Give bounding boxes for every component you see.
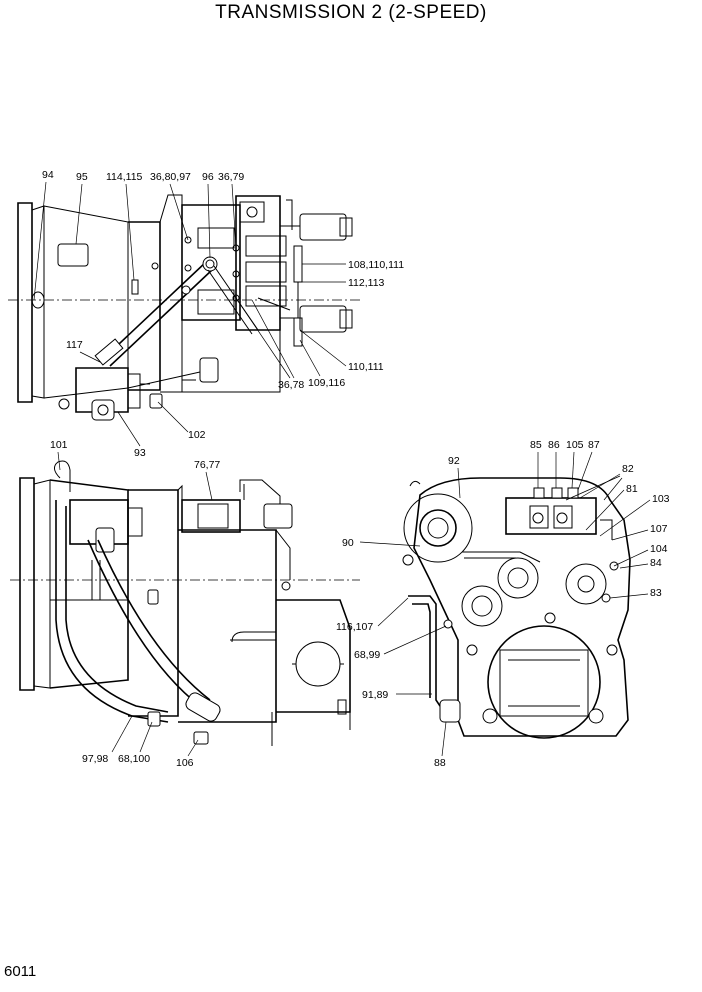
- side-view-upper: [8, 194, 360, 421]
- callout-90: 90: [342, 537, 354, 549]
- page-title: TRANSMISSION 2 (2-SPEED): [215, 2, 487, 23]
- callout-36-79: 36,79: [218, 171, 244, 183]
- callout-107: 107: [650, 523, 668, 535]
- callout-112-113: 112,113: [348, 277, 385, 289]
- callout-105: 105: [566, 439, 584, 451]
- callout-88: 88: [434, 757, 446, 769]
- page-number: 6011: [4, 963, 37, 980]
- side-view-lower: [10, 460, 360, 746]
- callout-110-111: 110,111: [348, 361, 384, 373]
- callout-97-98: 97,98: [82, 753, 108, 765]
- callout-117: 117: [66, 339, 83, 351]
- callout-87: 87: [588, 439, 600, 451]
- callout-83: 83: [650, 587, 662, 599]
- callout-103: 103: [652, 493, 670, 505]
- callout-36-78: 36,78: [278, 379, 304, 391]
- callout-95: 95: [76, 171, 88, 183]
- callouts-lower-left: 101 76,77 97,98 68,100 106: [50, 439, 220, 769]
- housing-plate-icon: [57, 243, 89, 267]
- callout-36-80-97: 36,80,97: [150, 171, 191, 183]
- callouts-rear: 92 85 86 105 87 82 81 103 90 107 104 84 …: [336, 439, 670, 769]
- callout-96: 96: [202, 171, 214, 183]
- callout-114-115: 114,115: [106, 171, 143, 183]
- callout-91-89: 91,89: [362, 689, 388, 701]
- callout-81: 81: [626, 483, 638, 495]
- callout-68-99: 68,99: [354, 649, 380, 661]
- callout-85: 85: [530, 439, 542, 451]
- callout-94: 94: [42, 169, 54, 181]
- callout-84: 84: [650, 557, 662, 569]
- callout-93: 93: [134, 447, 146, 459]
- callout-86: 86: [548, 439, 560, 451]
- callout-104: 104: [650, 543, 668, 555]
- callout-108-110-111: 108,110,111: [348, 259, 404, 271]
- callout-92: 92: [448, 455, 460, 467]
- callout-116-107: 116,107: [336, 621, 373, 633]
- callouts-upper: 94 95 114,115 36,80,97 96 36,79 108,110,…: [33, 169, 404, 459]
- callout-76-77: 76,77: [194, 459, 220, 471]
- callout-82: 82: [622, 463, 634, 475]
- callout-102: 102: [188, 429, 206, 441]
- callout-101: 101: [50, 439, 68, 451]
- callout-68-100: 68,100: [118, 753, 150, 765]
- callout-106: 106: [176, 757, 194, 769]
- callout-109-116: 109,116: [308, 377, 345, 389]
- rear-view: [402, 477, 631, 739]
